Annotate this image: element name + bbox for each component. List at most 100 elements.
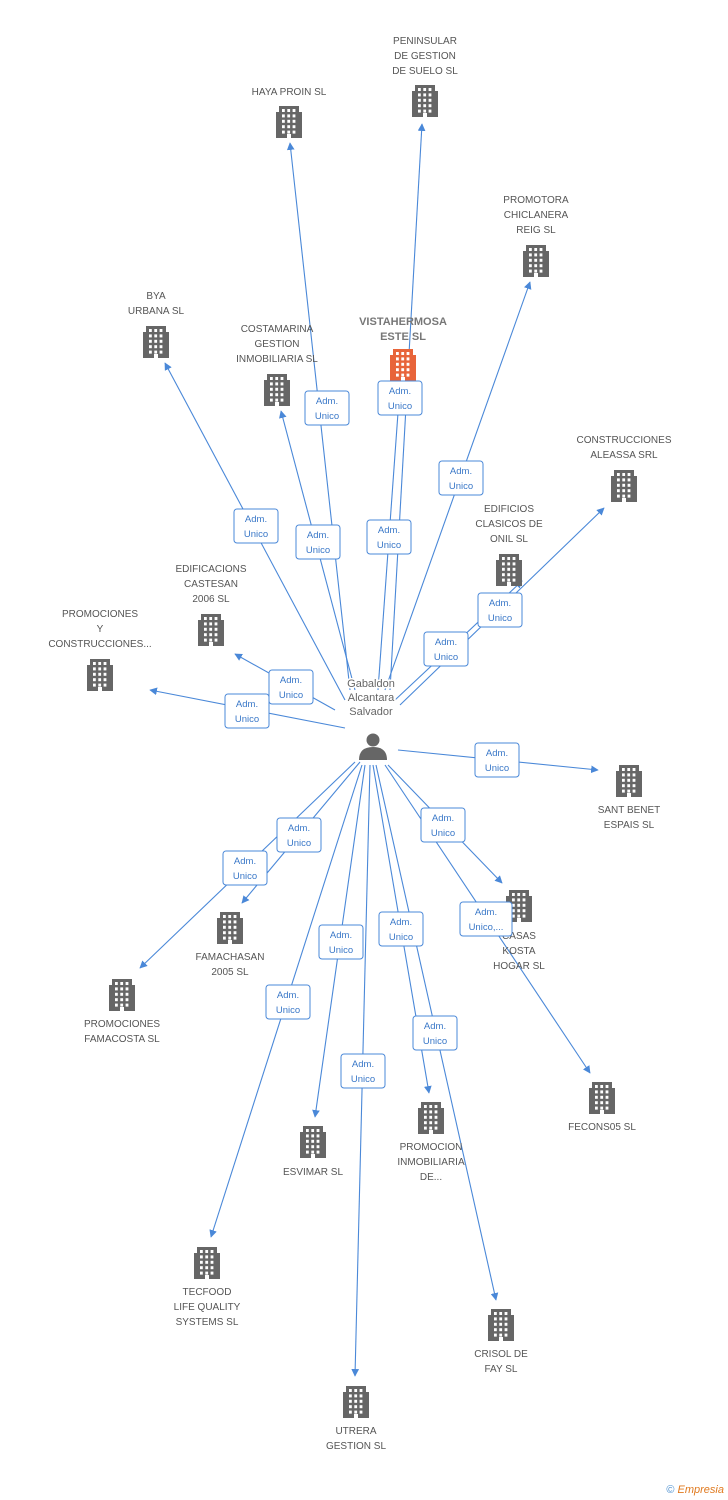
company-label-castesan[interactable]: CASTESAN xyxy=(184,579,238,590)
company-label-peninsular[interactable]: DE SUELO SL xyxy=(392,66,458,77)
person-name[interactable]: Alcantara xyxy=(348,692,395,704)
company-label-edificios[interactable]: CLASICOS DE xyxy=(475,519,543,530)
company-label-castesan[interactable]: EDIFICACIONS xyxy=(175,564,246,575)
role-badge-esvimar[interactable]: Adm.Unico xyxy=(318,924,364,960)
role-text: Adm. xyxy=(245,514,267,525)
building-icon[interactable] xyxy=(418,1102,444,1134)
company-label-costamarina[interactable]: COSTAMARINA xyxy=(241,324,314,335)
company-label-esvimar[interactable]: ESVIMAR SL xyxy=(283,1167,343,1178)
building-icon[interactable] xyxy=(390,349,416,381)
company-label-costamarina[interactable]: INMOBILIARIA SL xyxy=(236,354,318,365)
company-label-tecfood[interactable]: TECFOOD xyxy=(183,1287,232,1298)
role-badge-promotora[interactable]: Adm.Unico xyxy=(438,460,484,496)
building-icon[interactable] xyxy=(217,912,243,944)
company-label-edificios[interactable]: EDIFICIOS xyxy=(484,504,534,515)
company-label-santbenet[interactable]: SANT BENET xyxy=(598,805,661,816)
company-label-promotora[interactable]: PROMOTORA xyxy=(503,195,569,206)
company-label-promocion-inm[interactable]: INMOBILIARIA xyxy=(397,1157,465,1168)
company-label-peninsular[interactable]: PENINSULAR xyxy=(393,36,457,47)
building-icon[interactable] xyxy=(496,554,522,586)
company-label-bya[interactable]: URBANA SL xyxy=(128,306,185,317)
role-text: Unico xyxy=(276,1005,300,1016)
role-badge-tecfood[interactable]: Adm.Unico xyxy=(265,984,311,1020)
role-badge-crisol[interactable]: Adm.Unico xyxy=(412,1015,458,1051)
building-icon[interactable] xyxy=(589,1082,615,1114)
role-badge-famacosta[interactable]: Adm.Unico xyxy=(222,850,268,886)
building-icon[interactable] xyxy=(611,470,637,502)
role-badge-santbenet[interactable]: Adm.Unico xyxy=(474,742,520,778)
company-label-promotora[interactable]: REIG SL xyxy=(516,225,556,236)
building-icon[interactable] xyxy=(343,1386,369,1418)
person-name[interactable]: Gabaldon xyxy=(347,678,395,690)
building-icon[interactable] xyxy=(264,374,290,406)
role-badge-castesan[interactable]: Adm.Unico xyxy=(268,669,314,705)
company-label-famachasan[interactable]: 2005 SL xyxy=(211,967,249,978)
company-label-peninsular[interactable]: DE GESTION xyxy=(394,51,456,62)
role-badge-haya[interactable]: Adm.Unico xyxy=(304,390,350,426)
role-badge-promocion-inm[interactable]: Adm.Unico xyxy=(378,911,424,947)
company-label-tecfood[interactable]: LIFE QUALITY xyxy=(174,1302,241,1313)
company-label-edificios[interactable]: ONIL SL xyxy=(490,534,528,545)
company-label-famacosta[interactable]: PROMOCIONES xyxy=(84,1019,160,1030)
role-badge-famachasan[interactable]: Adm.Unico xyxy=(276,817,322,853)
footer-credit[interactable]: © Empresia xyxy=(666,1484,724,1496)
role-badge-costamarina[interactable]: Adm.Unico xyxy=(295,524,341,560)
building-icon[interactable] xyxy=(194,1247,220,1279)
company-label-santbenet[interactable]: ESPAIS SL xyxy=(604,820,655,831)
company-label-haya[interactable]: HAYA PROIN SL xyxy=(252,87,327,98)
building-icon[interactable] xyxy=(300,1126,326,1158)
company-label-casas[interactable]: HOGAR SL xyxy=(493,961,545,972)
person-name[interactable]: Salvador xyxy=(349,706,393,718)
company-label-utrera[interactable]: GESTION SL xyxy=(326,1441,386,1452)
role-text: Unico xyxy=(233,871,257,882)
company-label-promociones-y[interactable]: PROMOCIONES xyxy=(62,609,138,620)
company-label-bya[interactable]: BYA xyxy=(146,291,166,302)
company-label-tecfood[interactable]: SYSTEMS SL xyxy=(176,1317,239,1328)
building-icon[interactable] xyxy=(523,245,549,277)
role-badge-promociones-y[interactable]: Adm. Unico xyxy=(224,693,270,729)
company-label-crisol[interactable]: FAY SL xyxy=(485,1364,518,1375)
role-badge-utrera[interactable]: Adm.Unico xyxy=(340,1053,386,1089)
building-icon[interactable] xyxy=(412,85,438,117)
role-badge-peninsular[interactable]: Adm.Unico xyxy=(377,380,423,416)
role-badge-vistahermosa[interactable]: Adm.Unico xyxy=(366,519,412,555)
company-label-promocion-inm[interactable]: DE... xyxy=(420,1172,442,1183)
company-label-fecons[interactable]: FECONS05 SL xyxy=(568,1122,636,1133)
role-text: Adm. xyxy=(307,530,329,541)
building-icon[interactable] xyxy=(488,1309,514,1341)
role-text: Unico xyxy=(389,932,413,943)
building-icon[interactable] xyxy=(143,326,169,358)
company-label-casas[interactable]: KOSTA xyxy=(502,946,535,957)
building-icon[interactable] xyxy=(616,765,642,797)
company-label-vistahermosa[interactable]: VISTAHERMOSA xyxy=(359,316,447,328)
role-badge-aleassa[interactable]: Adm.Unico xyxy=(423,631,469,667)
company-label-promotora[interactable]: CHICLANERA xyxy=(504,210,569,221)
company-label-vistahermosa[interactable]: ESTE SL xyxy=(380,331,426,343)
role-text: Unico xyxy=(235,714,259,725)
company-label-famacosta[interactable]: FAMACOSTA SL xyxy=(84,1034,160,1045)
role-text: Unico xyxy=(423,1036,447,1047)
company-label-promocion-inm[interactable]: PROMOCION xyxy=(400,1142,463,1153)
company-label-aleassa[interactable]: CONSTRUCCIONES xyxy=(576,435,671,446)
building-icon[interactable] xyxy=(109,979,135,1011)
building-icon[interactable] xyxy=(276,106,302,138)
company-label-crisol[interactable]: CRISOL DE xyxy=(474,1349,528,1360)
company-label-utrera[interactable]: UTRERA xyxy=(335,1426,376,1437)
role-text: Unico xyxy=(431,828,455,839)
company-label-famachasan[interactable]: FAMACHASAN xyxy=(196,952,265,963)
company-label-promociones-y[interactable]: CONSTRUCCIONES... xyxy=(48,639,151,650)
company-label-castesan[interactable]: 2006 SL xyxy=(192,594,230,605)
company-label-aleassa[interactable]: ALEASSA SRL xyxy=(590,450,658,461)
role-badge-fecons[interactable]: Adm.Unico,... xyxy=(459,901,513,937)
role-text: Unico xyxy=(315,411,339,422)
building-icon[interactable] xyxy=(87,659,113,691)
company-label-promociones-y[interactable]: Y xyxy=(97,624,104,635)
role-text: Adm. xyxy=(236,699,258,710)
role-badge-bya[interactable]: Adm.Unico xyxy=(233,508,279,544)
role-badge-casas[interactable]: Adm.Unico xyxy=(420,807,466,843)
role-badge-edificios[interactable]: Adm.Unico xyxy=(477,592,523,628)
company-label-casas[interactable]: CASAS xyxy=(502,931,536,942)
building-icon[interactable] xyxy=(198,614,224,646)
person-icon[interactable] xyxy=(359,733,387,761)
company-label-costamarina[interactable]: GESTION xyxy=(254,339,299,350)
